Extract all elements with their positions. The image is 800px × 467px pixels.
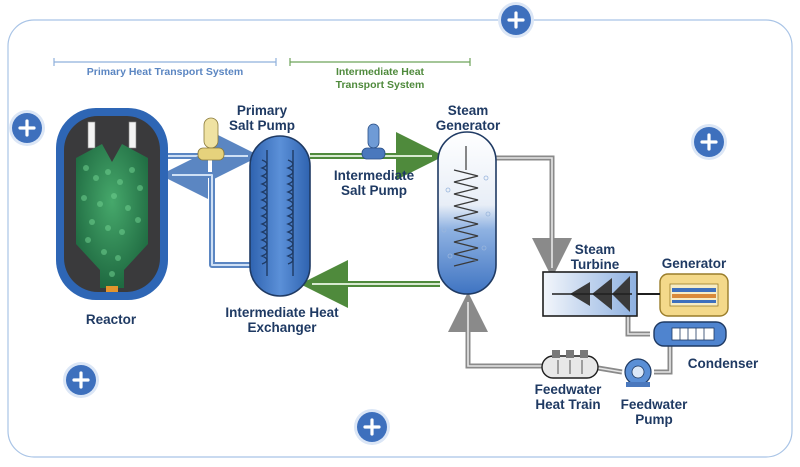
reactor-vessel — [56, 108, 168, 300]
condenser-label: Condenser — [687, 356, 759, 371]
steam-loop-pipes — [448, 155, 673, 375]
steam-generator-label: Steam Generator — [418, 103, 518, 133]
feedwater-pump-label-line2: Pump — [635, 412, 673, 428]
intermediate-system-label-line1: Intermediate Heat — [335, 66, 425, 78]
plus-icon — [72, 371, 90, 389]
steam-generator-label-line2: Generator — [435, 118, 501, 134]
intermediate-salt-pump — [361, 123, 386, 160]
steam-turbine — [542, 271, 638, 317]
primary-system-bracket — [53, 58, 277, 66]
primary-salt-pump-label-line1: Primary — [236, 103, 288, 118]
feedwater-heat-train-label-line1: Feedwater — [534, 382, 602, 397]
generator-label: Generator — [661, 256, 727, 271]
intermediate-salt-pump-label: Intermediate Salt Pump — [322, 168, 426, 198]
steam-bubbles — [441, 175, 491, 259]
feedwater-heat-train-label-line2: Heat Train — [535, 397, 601, 413]
plus-icon — [363, 418, 381, 436]
feedwater-heat-train — [541, 350, 599, 379]
hotspot-reactor-button[interactable] — [12, 113, 42, 143]
reactor-label: Reactor — [85, 312, 137, 327]
plus-icon — [18, 119, 36, 137]
primary-system-label: Primary Heat Transport System — [86, 66, 244, 78]
steam-generator — [437, 131, 497, 295]
intermediate-salt-pump-label-line1: Intermediate — [333, 168, 415, 183]
ihx-coils — [260, 150, 294, 276]
hotspot-bottom-left-button[interactable] — [66, 365, 96, 395]
condenser-unit — [653, 321, 727, 347]
generator-unit — [637, 273, 729, 317]
primary-salt-pump-label: Primary Salt Pump — [222, 103, 302, 133]
steam-turbine-label-line2: Turbine — [570, 257, 620, 273]
intermediate-system-label-line2: Transport System — [335, 78, 425, 91]
steam-turbine-label: Steam Turbine — [560, 242, 630, 272]
ihx-label-line2: Exchanger — [247, 320, 317, 336]
intermediate-system-label: Intermediate Heat Transport System — [300, 66, 460, 91]
primary-loop-pipes — [160, 132, 260, 268]
feedwater-pump — [624, 358, 652, 387]
primary-salt-pump — [197, 117, 225, 161]
feedwater-pump-label: Feedwater Pump — [612, 397, 696, 427]
ihx-label-line1: Intermediate Heat — [225, 305, 339, 320]
hotspot-bottom-center-button[interactable] — [357, 412, 387, 442]
plus-icon — [507, 11, 525, 29]
primary-salt-pump-label-line2: Salt Pump — [228, 118, 295, 134]
intermediate-system-bracket — [289, 58, 471, 66]
hotspot-top-button[interactable] — [501, 5, 531, 35]
hotspot-right-button[interactable] — [694, 127, 724, 157]
plus-icon — [700, 133, 718, 151]
steam-turbine-label-line1: Steam — [574, 242, 616, 257]
feedwater-heat-train-label: Feedwater Heat Train — [526, 382, 610, 412]
intermediate-salt-pump-label-line2: Salt Pump — [340, 183, 407, 199]
feedwater-pump-label-line1: Feedwater — [620, 397, 688, 412]
ihx-label: Intermediate Heat Exchanger — [208, 305, 356, 335]
steam-generator-coil — [453, 146, 479, 267]
reactor-pebbles — [81, 165, 143, 277]
intermediate-heat-exchanger — [249, 135, 311, 297]
steam-generator-label-line1: Steam — [447, 103, 489, 118]
